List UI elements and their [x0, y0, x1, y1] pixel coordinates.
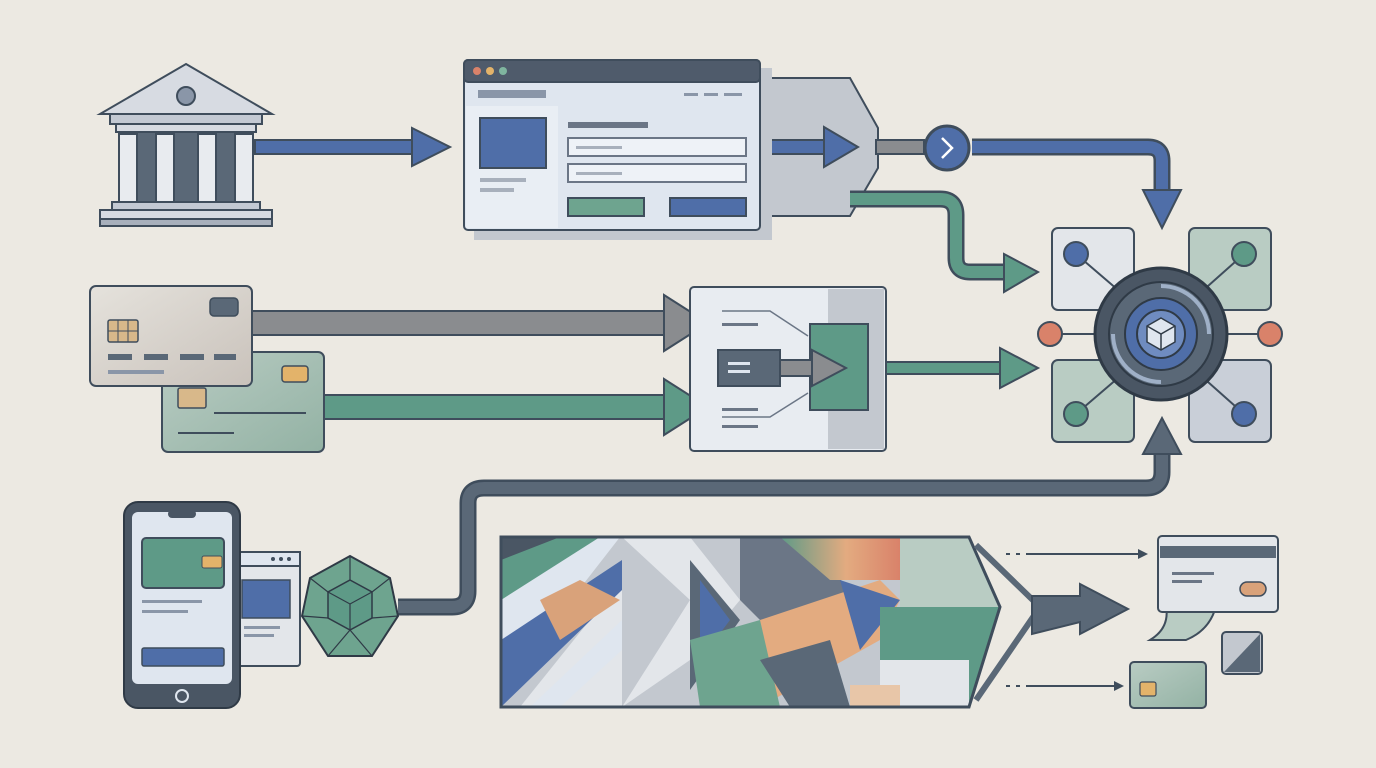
flow-arrow-card-green-to-processor	[321, 377, 710, 437]
bank-building-icon	[96, 62, 276, 227]
flow-arrow-bank-to-checkout	[254, 126, 453, 168]
flow-arrow-stream-to-output	[1006, 549, 1148, 691]
browser-window-icon	[463, 59, 772, 240]
browser-window-icon-mobile	[235, 551, 301, 667]
credit-card-icon-gray	[89, 285, 253, 387]
flow-arrow-forward-to-hub	[972, 138, 1183, 231]
flow-arrow-crypto-to-hub	[398, 415, 1183, 616]
chevron-right-icon[interactable]	[923, 124, 971, 172]
credit-card-icon-small	[1129, 661, 1207, 709]
polyhedron-icon[interactable]	[300, 554, 400, 657]
smartphone-icon	[123, 501, 241, 709]
abstract-stream-icon	[499, 535, 1044, 709]
card-terminal-icon	[1146, 535, 1279, 675]
flow-arrow-card-gray-to-processor	[251, 293, 710, 353]
flow-arrow-checkout-to-hub	[850, 190, 1041, 294]
network-hub-icon	[1037, 227, 1283, 443]
flow-arrow-processor-to-hub	[885, 346, 1041, 390]
checkout-exit-funnel	[759, 77, 925, 217]
transfer-box-icon	[689, 286, 887, 452]
